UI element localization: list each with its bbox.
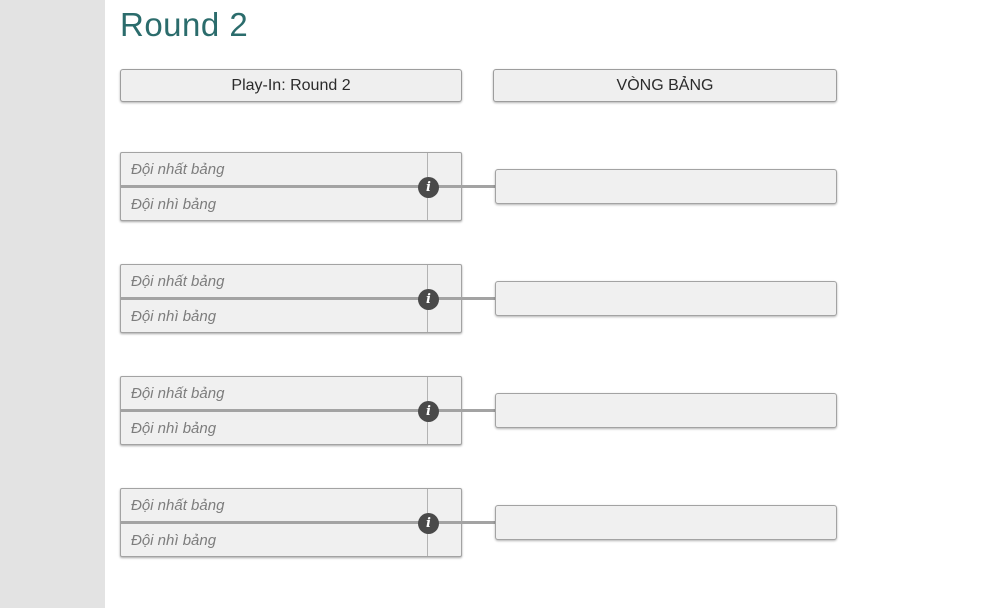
- round-header-playin[interactable]: Play-In: Round 2: [120, 69, 462, 102]
- page-title: Round 2: [120, 6, 249, 43]
- team-slot-bottom[interactable]: Đội nhì bảng: [121, 188, 428, 220]
- info-icon[interactable]: i: [418, 513, 439, 534]
- team-row-top: Đội nhất bảng: [121, 265, 461, 297]
- match-card: Đội nhất bảng Đội nhì bảng i: [120, 264, 462, 333]
- team-slot-bottom[interactable]: Đội nhì bảng: [121, 300, 428, 332]
- round-header-vong-bang[interactable]: VÒNG BẢNG: [493, 69, 837, 102]
- match-divider: [121, 297, 461, 300]
- info-icon-glyph: i: [426, 404, 431, 419]
- team-slot-top[interactable]: Đội nhất bảng: [121, 153, 428, 185]
- connector-line: [460, 409, 496, 412]
- match-card: Đội nhất bảng Đội nhì bảng i: [120, 376, 462, 445]
- connector-line: [460, 297, 496, 300]
- match-card: Đội nhất bảng Đội nhì bảng i: [120, 152, 462, 221]
- info-icon[interactable]: i: [418, 289, 439, 310]
- winner-slot[interactable]: [495, 505, 837, 540]
- team-slot-top[interactable]: Đội nhất bảng: [121, 489, 428, 521]
- match-row: Đội nhất bảng Đội nhì bảng i: [120, 152, 837, 224]
- info-icon-glyph: i: [426, 292, 431, 307]
- info-icon-glyph: i: [426, 516, 431, 531]
- team-row-top: Đội nhất bảng: [121, 153, 461, 185]
- match-row: Đội nhất bảng Đội nhì bảng i: [120, 376, 837, 448]
- match-row: Đội nhất bảng Đội nhì bảng i: [120, 488, 837, 560]
- match-divider: [121, 185, 461, 188]
- info-icon[interactable]: i: [418, 401, 439, 422]
- match-divider: [121, 521, 461, 524]
- team-slot-bottom[interactable]: Đội nhì bảng: [121, 412, 428, 444]
- winner-slot[interactable]: [495, 169, 837, 204]
- team-slot-top[interactable]: Đội nhất bảng: [121, 265, 428, 297]
- match-divider: [121, 409, 461, 412]
- team-row-bottom: Đội nhì bảng: [121, 300, 461, 332]
- info-icon-glyph: i: [426, 180, 431, 195]
- info-icon[interactable]: i: [418, 177, 439, 198]
- match-row: Đội nhất bảng Đội nhì bảng i: [120, 264, 837, 336]
- team-row-top: Đội nhất bảng: [121, 489, 461, 521]
- team-slot-bottom[interactable]: Đội nhì bảng: [121, 524, 428, 556]
- team-row-bottom: Đội nhì bảng: [121, 188, 461, 220]
- winner-slot[interactable]: [495, 393, 837, 428]
- team-slot-top[interactable]: Đội nhất bảng: [121, 377, 428, 409]
- winner-slot[interactable]: [495, 281, 837, 316]
- team-row-bottom: Đội nhì bảng: [121, 524, 461, 556]
- match-card: Đội nhất bảng Đội nhì bảng i: [120, 488, 462, 557]
- team-row-bottom: Đội nhì bảng: [121, 412, 461, 444]
- left-gutter: [0, 0, 105, 608]
- connector-line: [460, 521, 496, 524]
- team-row-top: Đội nhất bảng: [121, 377, 461, 409]
- connector-line: [460, 185, 496, 188]
